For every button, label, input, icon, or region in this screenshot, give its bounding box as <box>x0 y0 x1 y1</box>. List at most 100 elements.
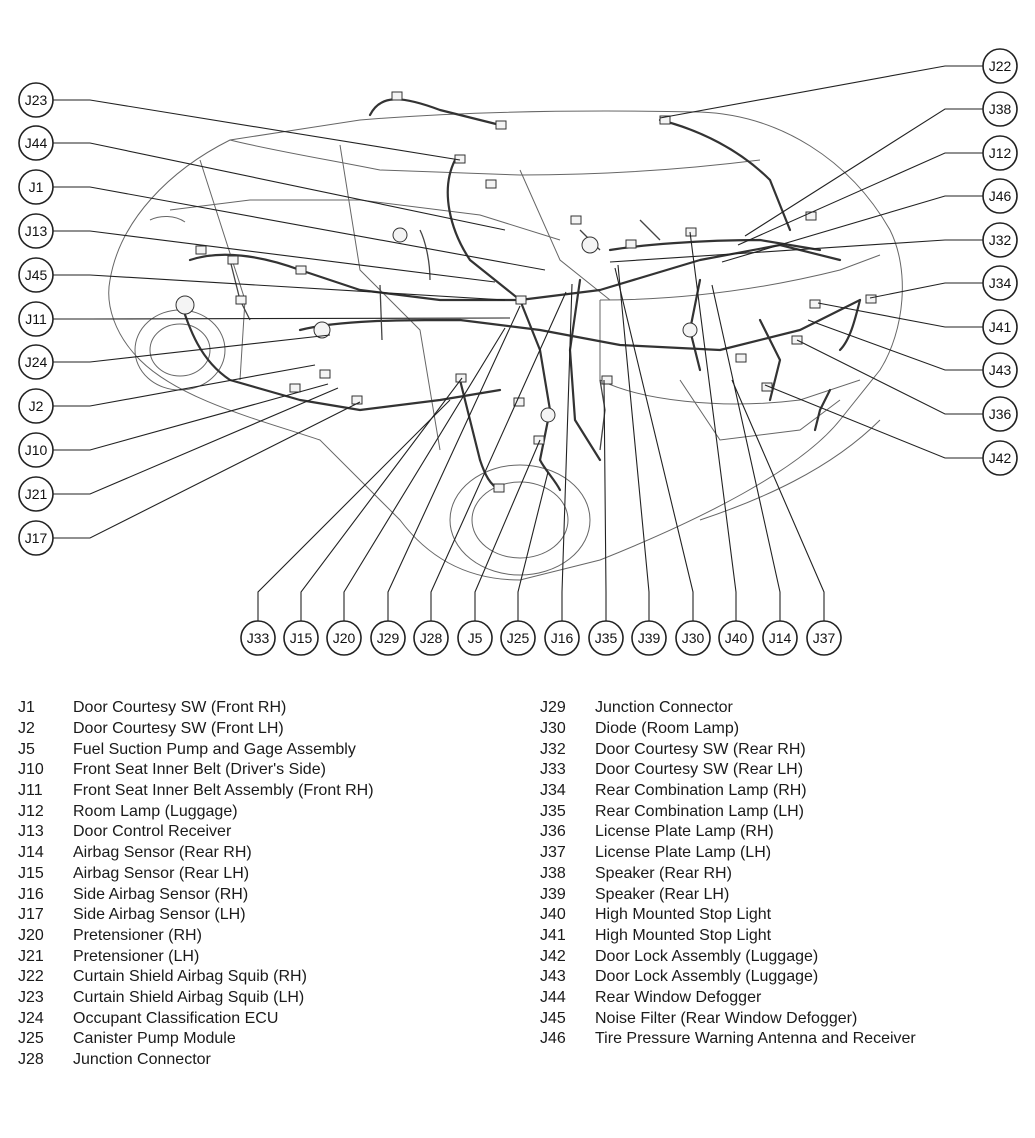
callout-j29: J29 <box>370 620 406 656</box>
legend-code: J42 <box>540 947 566 965</box>
legend-code: J17 <box>18 906 44 924</box>
leader-line-j28 <box>430 291 567 621</box>
legend-code: J15 <box>18 864 44 882</box>
legend-description: Pretensioner (LH) <box>73 947 200 965</box>
legend-row: J32 Door Courtesy SW (Rear RH) <box>540 739 1020 760</box>
legend-code: J28 <box>18 1051 44 1069</box>
callout-code: J25 <box>507 630 530 646</box>
callout-j30: J30 <box>675 620 711 656</box>
callout-j36: J36 <box>982 396 1018 432</box>
callout-j15: J15 <box>283 620 319 656</box>
legend-description: Door Courtesy SW (Rear RH) <box>595 740 806 758</box>
car-body-outline <box>108 110 903 581</box>
callout-code: J15 <box>290 630 313 646</box>
wiring-harness-diagram: J23J44J1J13J45J11J24J2J10J21J17J22J38J12… <box>18 48 1018 656</box>
callout-circle <box>18 125 54 161</box>
callout-circle <box>982 352 1018 388</box>
callout-labels: J23J44J1J13J45J11J24J2J10J21J17J22J38J12… <box>18 48 1018 656</box>
callout-j11: J11 <box>18 301 54 337</box>
callout-code: J21 <box>25 486 48 502</box>
leader-line-j10 <box>53 383 329 451</box>
legend-code: J32 <box>540 740 566 758</box>
legend-description: Front Seat Inner Belt Assembly (Front RH… <box>73 782 374 800</box>
legend-row: J12 Room Lamp (Luggage) <box>18 801 518 822</box>
legend-code: J44 <box>540 988 566 1006</box>
leader-line-j44 <box>53 142 506 231</box>
callout-circle <box>982 396 1018 432</box>
leader-line-j30 <box>614 267 694 621</box>
legend-description: Door Courtesy SW (Rear LH) <box>595 761 804 779</box>
leader-line-j39 <box>617 264 650 621</box>
callout-code: J13 <box>25 223 48 239</box>
legend-code: J45 <box>540 1009 566 1027</box>
leader-line-j1 <box>53 186 546 271</box>
callout-circle <box>982 91 1018 127</box>
callout-j46: J46 <box>982 178 1018 214</box>
callout-circle <box>718 620 754 656</box>
callout-code: J46 <box>989 188 1012 204</box>
callout-code: J23 <box>25 92 48 108</box>
callout-circle <box>18 344 54 380</box>
callout-j42: J42 <box>982 440 1018 476</box>
callout-circle <box>457 620 493 656</box>
leader-line-j22 <box>659 65 983 119</box>
callout-code: J17 <box>25 530 48 546</box>
leader-line-j32 <box>609 239 983 263</box>
callout-j24: J24 <box>18 344 54 380</box>
callout-j23: J23 <box>18 82 54 118</box>
callout-circle <box>982 309 1018 345</box>
legend-description: Junction Connector <box>73 1051 211 1069</box>
leader-line-j2 <box>53 364 316 407</box>
legend-code: J10 <box>18 761 44 779</box>
callout-circle <box>675 620 711 656</box>
legend-description: Occupant Classification ECU <box>73 1009 279 1027</box>
callout-code: J41 <box>989 319 1012 335</box>
callout-j13: J13 <box>18 213 54 249</box>
callout-j16: J16 <box>544 620 580 656</box>
leader-line-j29 <box>387 305 521 621</box>
legend-code: J33 <box>540 761 566 779</box>
legend-description: Door Courtesy SW (Front RH) <box>73 699 287 717</box>
legend-row: J33 Door Courtesy SW (Rear LH) <box>540 760 1020 781</box>
callout-j20: J20 <box>326 620 362 656</box>
callout-code: J39 <box>638 630 661 646</box>
callout-circle <box>18 432 54 468</box>
legend-description: High Mounted Stop Light <box>595 926 772 944</box>
callout-j25: J25 <box>500 620 536 656</box>
leader-line-j5 <box>474 439 541 621</box>
legend-code: J41 <box>540 926 566 944</box>
callout-code: J5 <box>468 630 483 646</box>
leader-line-j46 <box>721 195 983 263</box>
harness-connectors <box>175 91 877 493</box>
legend-code: J12 <box>18 802 44 820</box>
callout-code: J12 <box>989 145 1012 161</box>
callout-j5: J5 <box>457 620 493 656</box>
leader-line-j35 <box>603 379 607 621</box>
callout-j39: J39 <box>631 620 667 656</box>
legend-description: Junction Connector <box>595 699 733 717</box>
callout-j38: J38 <box>982 91 1018 127</box>
leader-line-j38 <box>744 108 983 237</box>
leader-line-j37 <box>731 379 825 621</box>
callout-code: J36 <box>989 406 1012 422</box>
legend-description: Room Lamp (Luggage) <box>73 802 238 820</box>
callout-circle <box>544 620 580 656</box>
legend-description: Door Courtesy SW (Front LH) <box>73 720 284 738</box>
legend-code: J39 <box>540 885 566 903</box>
callout-code: J37 <box>813 630 836 646</box>
callout-code: J30 <box>682 630 705 646</box>
leader-line-j15 <box>300 377 463 621</box>
callout-code: J42 <box>989 450 1012 466</box>
leader-lines <box>53 65 983 621</box>
legend-code: J30 <box>540 720 566 738</box>
